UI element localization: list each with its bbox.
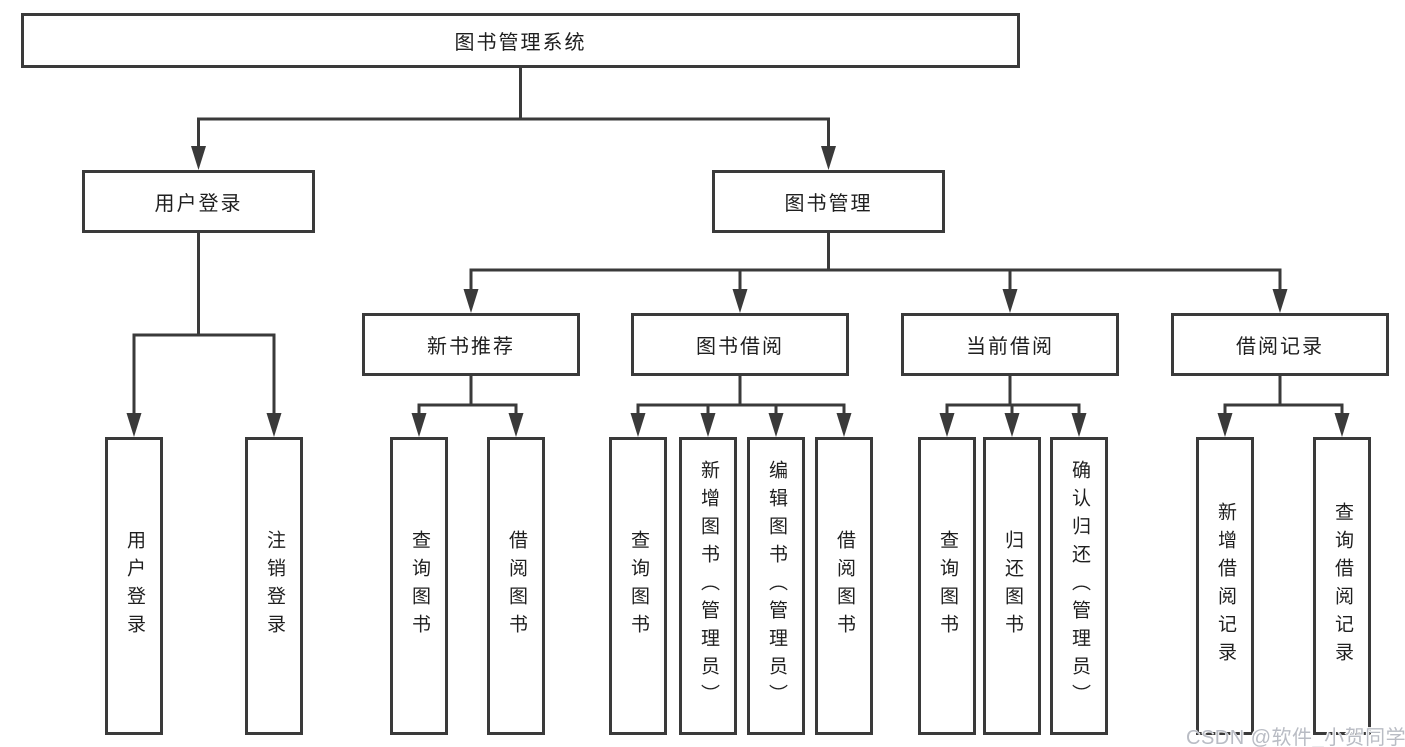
leaf-label: 查询图书 bbox=[627, 530, 649, 642]
leaf-query-borrow-record: 查询借阅记录 bbox=[1313, 437, 1371, 735]
leaf-user-login: 用户登录 bbox=[105, 437, 163, 735]
node-book-borrow: 图书借阅 bbox=[631, 313, 849, 376]
root-node-book-management-system: 图书管理系统 bbox=[21, 13, 1020, 68]
leaf-add-books-admin: 新增图书（管理员） bbox=[679, 437, 737, 735]
leaf-query-books-borrow: 查询图书 bbox=[609, 437, 667, 735]
arrow-down-icon bbox=[191, 146, 206, 170]
leaf-label: 归还图书 bbox=[1001, 530, 1023, 642]
connector-root-to-level2 bbox=[197, 68, 830, 150]
arrow-down-icon bbox=[821, 146, 836, 170]
arrow-down-icon bbox=[463, 289, 479, 313]
arrow-down-icon bbox=[1071, 413, 1087, 437]
leaf-confirm-return-admin: 确认归还（管理员） bbox=[1050, 437, 1108, 735]
leaf-label: 编辑图书（管理员） bbox=[765, 460, 787, 712]
node-current-borrow: 当前借阅 bbox=[901, 313, 1119, 376]
arrow-down-icon bbox=[1002, 289, 1018, 313]
leaf-label: 确认归还（管理员） bbox=[1068, 460, 1090, 712]
arrow-down-icon bbox=[836, 413, 852, 437]
connector-user-login-branch bbox=[132, 233, 276, 417]
leaf-borrow-books: 借阅图书 bbox=[815, 437, 873, 735]
node-user-login-branch: 用户登录 bbox=[82, 170, 315, 233]
leaf-borrow-books-recommend: 借阅图书 bbox=[487, 437, 545, 735]
arrow-down-icon bbox=[1334, 413, 1350, 437]
arrow-down-icon bbox=[1004, 413, 1020, 437]
leaf-add-borrow-record: 新增借阅记录 bbox=[1196, 437, 1254, 735]
leaf-label: 用户登录 bbox=[123, 530, 145, 642]
leaf-label: 查询借阅记录 bbox=[1331, 502, 1353, 670]
arrow-down-icon bbox=[508, 413, 524, 437]
leaf-label: 注销登录 bbox=[263, 530, 285, 642]
arrow-down-icon bbox=[411, 413, 427, 437]
leaf-label: 借阅图书 bbox=[505, 530, 527, 642]
node-borrow-records: 借阅记录 bbox=[1171, 313, 1389, 376]
arrow-down-icon bbox=[939, 413, 955, 437]
arrow-down-icon bbox=[768, 413, 784, 437]
arrow-down-icon bbox=[700, 413, 716, 437]
connector-book-management-branch bbox=[469, 233, 1282, 293]
connector-current-borrow-group bbox=[945, 376, 1081, 417]
leaf-label: 新增图书（管理员） bbox=[697, 460, 719, 712]
arrow-down-icon bbox=[126, 413, 142, 437]
leaf-logout: 注销登录 bbox=[245, 437, 303, 735]
leaf-label: 查询图书 bbox=[408, 530, 430, 642]
node-new-book-recommend: 新书推荐 bbox=[362, 313, 580, 376]
connector-new-book-recommend-group bbox=[417, 376, 518, 417]
csdn-watermark: CSDN @软件_小贺同学 bbox=[1186, 727, 1405, 747]
leaf-query-books-current: 查询图书 bbox=[918, 437, 976, 735]
connector-book-borrow-group bbox=[636, 376, 846, 417]
arrow-down-icon bbox=[630, 413, 646, 437]
leaf-label: 查询图书 bbox=[936, 530, 958, 642]
leaf-label: 借阅图书 bbox=[833, 530, 855, 642]
leaf-label: 新增借阅记录 bbox=[1214, 502, 1236, 670]
leaf-edit-books-admin: 编辑图书（管理员） bbox=[747, 437, 805, 735]
leaf-return-books: 归还图书 bbox=[983, 437, 1041, 735]
arrowheads bbox=[126, 146, 1350, 437]
connector-borrow-records-group bbox=[1223, 376, 1344, 417]
arrow-down-icon bbox=[266, 413, 282, 437]
arrow-down-icon bbox=[1217, 413, 1233, 437]
node-book-management-branch: 图书管理 bbox=[712, 170, 945, 233]
arrow-down-icon bbox=[1272, 289, 1288, 313]
leaf-query-books-recommend: 查询图书 bbox=[390, 437, 448, 735]
arrow-down-icon bbox=[732, 289, 748, 313]
